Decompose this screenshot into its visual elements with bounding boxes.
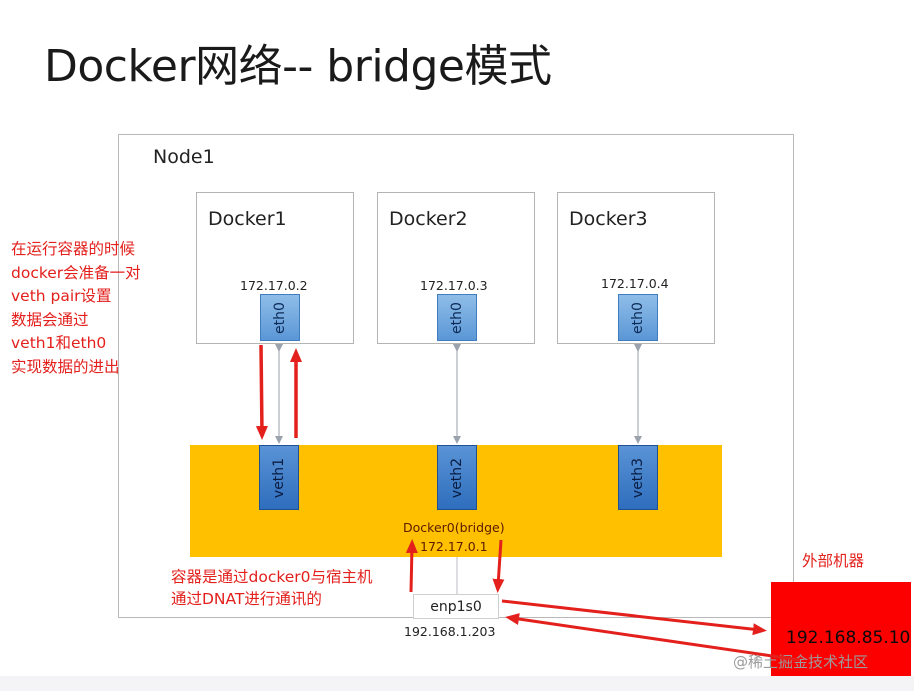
docker1-ip: 172.17.0.2 (240, 278, 308, 293)
note-line: veth pair设置 (11, 287, 112, 305)
host-nic-enp1s0: enp1s0 (413, 594, 499, 619)
docker1-eth0: eth0 (260, 294, 300, 341)
veth3: veth3 (618, 445, 658, 510)
docker1-title: Docker1 (208, 208, 287, 230)
external-label: 外部机器 (802, 552, 865, 570)
red-arrow-nic-to-bridge (405, 539, 418, 593)
left-annotation: 在运行容器的时候 docker会准备一对 veth pair设置 数据会通过 v… (11, 238, 141, 379)
note-line: docker会准备一对 (11, 263, 141, 282)
external-machine-box (771, 582, 911, 687)
docker3-eth0: eth0 (618, 294, 658, 341)
note-line: 通过DNAT进行通讯的 (171, 590, 322, 608)
page-title: Docker网络-- bridge模式 (44, 41, 552, 92)
note-line: 容器是通过docker0与宿主机 (171, 568, 373, 586)
bridge-ip: 172.17.0.1 (420, 539, 488, 554)
footer-band (0, 676, 914, 691)
external-ip: 192.168.85.10 (786, 628, 911, 648)
note-line: 实现数据的进出 (11, 357, 120, 376)
bottom-annotation: 容器是通过docker0与宿主机 通过DNAT进行通讯的 (171, 566, 373, 610)
docker2-eth0: eth0 (437, 294, 477, 341)
docker3-title: Docker3 (569, 208, 648, 230)
docker2-ip: 172.17.0.3 (420, 278, 488, 293)
veth1: veth1 (259, 445, 299, 510)
docker2-title: Docker2 (389, 208, 468, 230)
red-arrow-nic-to-external (501, 599, 767, 636)
watermark: @稀土掘金技术社区 (733, 653, 869, 671)
host-nic-ip: 192.168.1.203 (404, 624, 496, 639)
docker3-ip: 172.17.0.4 (601, 276, 669, 291)
red-arrow-external-to-nic (505, 613, 801, 662)
bridge-name: Docker0(bridge) (403, 520, 505, 535)
note-line: veth1和eth0 (11, 334, 107, 352)
note-line: 数据会通过 (11, 310, 89, 329)
red-arrow-bridge-to-nic (492, 539, 505, 593)
veth2: veth2 (437, 445, 477, 510)
note-line: 在运行容器的时候 (11, 240, 136, 258)
node-label: Node1 (153, 146, 215, 168)
red-arrow-down (255, 344, 268, 440)
